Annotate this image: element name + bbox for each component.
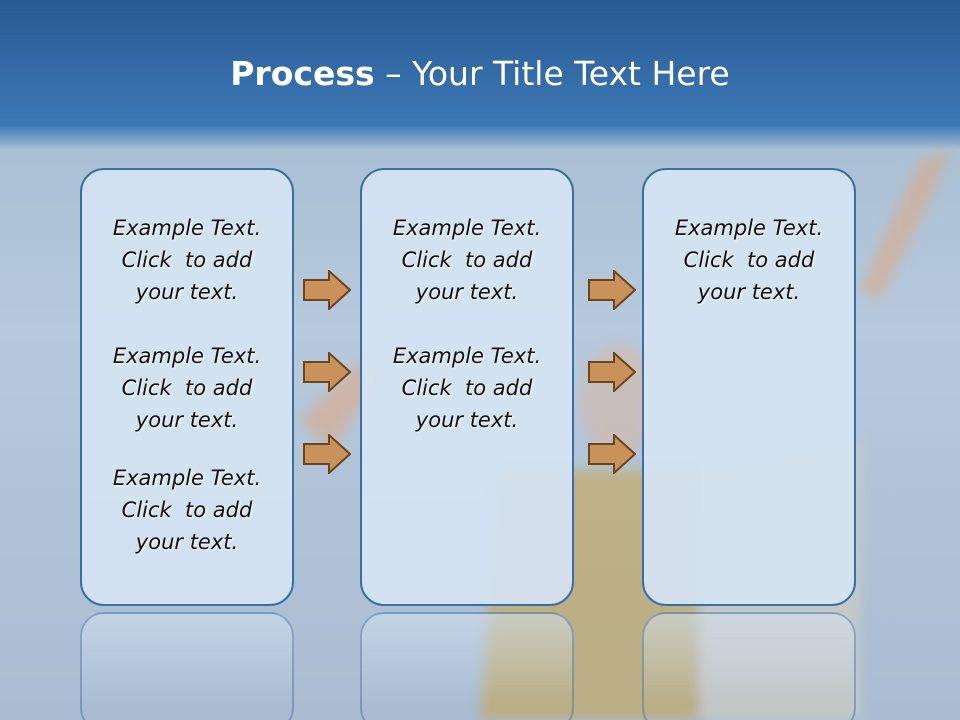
arrow-right-icon[interactable] (303, 352, 351, 392)
panel-1-reflection (80, 612, 294, 720)
arrow-right-icon[interactable] (588, 434, 636, 474)
panel-1-text-2[interactable]: Example Text. Click to add your text. (82, 340, 292, 436)
slide-title[interactable]: Process – Your Title Text Here (0, 54, 960, 93)
panel-2-text-2[interactable]: Example Text. Click to add your text. (362, 340, 572, 436)
panel-1-text-3[interactable]: Example Text. Click to add your text. (82, 462, 292, 558)
arrow-right-icon[interactable] (588, 270, 636, 310)
title-rest: – Your Title Text Here (374, 54, 730, 93)
panel-2-text-1[interactable]: Example Text. Click to add your text. (362, 212, 572, 308)
panel-3-reflection (642, 612, 856, 720)
text-line: Example Text. (392, 216, 542, 240)
text-line: Click to add (121, 248, 253, 272)
text-line: Example Text. (392, 344, 542, 368)
text-line: your text. (135, 408, 239, 432)
title-bold: Process (230, 54, 375, 93)
arrow-right-icon[interactable] (588, 352, 636, 392)
text-line: Click to add (401, 376, 533, 400)
text-line: your text. (415, 280, 519, 304)
panel-3-text-1[interactable]: Example Text. Click to add your text. (644, 212, 854, 308)
process-panel-2[interactable]: Example Text. Click to add your text. Ex… (360, 168, 574, 606)
panel-1-text-1[interactable]: Example Text. Click to add your text. (82, 212, 292, 308)
process-panel-1[interactable]: Example Text. Click to add your text. Ex… (80, 168, 294, 606)
arrow-right-icon[interactable] (303, 434, 351, 474)
process-panel-3[interactable]: Example Text. Click to add your text. (642, 168, 856, 606)
arrow-right-icon[interactable] (303, 270, 351, 310)
text-line: your text. (697, 280, 801, 304)
text-line: Click to add (121, 376, 253, 400)
text-line: Click to add (683, 248, 815, 272)
text-line: Example Text. (674, 216, 824, 240)
panel-2-reflection (360, 612, 574, 720)
text-line: Example Text. (112, 466, 262, 490)
text-line: Example Text. (112, 216, 262, 240)
text-line: your text. (415, 408, 519, 432)
text-line: Click to add (401, 248, 533, 272)
text-line: Example Text. (112, 344, 262, 368)
text-line: Click to add (121, 498, 253, 522)
text-line: your text. (135, 530, 239, 554)
text-line: your text. (135, 280, 239, 304)
